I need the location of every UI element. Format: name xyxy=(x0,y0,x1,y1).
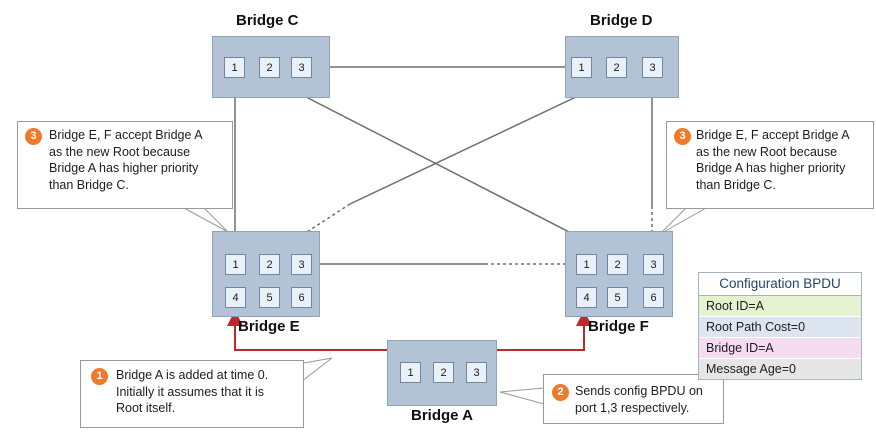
note-line: Bridge A has higher priority xyxy=(696,161,846,175)
bridge-a-port-2[interactable]: 2 xyxy=(433,362,454,383)
bridge-f[interactable]: 1 2 3 4 5 6 xyxy=(565,231,673,317)
bridge-d-port-1[interactable]: 1 xyxy=(571,57,592,78)
bridge-d-port-2[interactable]: 2 xyxy=(606,57,627,78)
note-step2-text: Sends config BPDU on port 1,3 respective… xyxy=(575,383,703,416)
bridge-c-port-2[interactable]: 2 xyxy=(259,57,280,78)
bridge-c-port-3[interactable]: 3 xyxy=(291,57,312,78)
bridge-e-port-2[interactable]: 2 xyxy=(259,254,280,275)
bridge-a-port-3[interactable]: 3 xyxy=(466,362,487,383)
bridge-e-port-6[interactable]: 6 xyxy=(291,287,312,308)
bridge-c-label: Bridge C xyxy=(236,12,299,29)
note-line: Bridge E, F accept Bridge A xyxy=(49,128,203,142)
bpdu-root-id: Root ID=A xyxy=(699,296,861,317)
note-line: Bridge A is added at time 0. xyxy=(116,368,269,382)
note-line: as the new Root because xyxy=(49,144,191,159)
note-line: than Bridge C. xyxy=(49,177,129,192)
link-c2-f2 xyxy=(268,77,617,257)
bridge-f-port-1[interactable]: 1 xyxy=(576,254,597,275)
link-d2-e2 xyxy=(349,77,617,205)
bridge-a[interactable]: 1 2 3 xyxy=(387,340,497,406)
left-callout-pointer xyxy=(183,207,229,233)
step-1-badge: 1 xyxy=(91,368,108,385)
bridge-e-port-5[interactable]: 5 xyxy=(259,287,280,308)
note-step3-left: 3 Bridge E, F accept Bridge A as the new… xyxy=(17,121,233,209)
bridge-e[interactable]: 1 2 3 4 5 6 xyxy=(212,231,320,317)
note-line: as the new Root because xyxy=(696,144,838,159)
bpdu-title: Configuration BPDU xyxy=(699,273,861,296)
note-line: Root itself. xyxy=(116,401,176,415)
bpdu-root-path-cost: Root Path Cost=0 xyxy=(699,317,861,338)
note-step3-right: 3 Bridge E, F accept Bridge A as the new… xyxy=(666,121,874,209)
note-line: Initially it assumes that it is xyxy=(116,384,264,399)
bridge-e-port-3[interactable]: 3 xyxy=(291,254,312,275)
bpdu-bridge-id: Bridge ID=A xyxy=(699,338,861,359)
note-step3-right-text: Bridge E, F accept Bridge A as the new R… xyxy=(696,127,850,193)
bridge-f-label: Bridge F xyxy=(588,318,649,335)
bridge-d-label: Bridge D xyxy=(590,12,653,29)
note-line: Bridge A has higher priority xyxy=(49,161,199,175)
step-3-badge: 3 xyxy=(25,128,42,145)
bridge-f-port-4[interactable]: 4 xyxy=(576,287,597,308)
bridge-f-port-6[interactable]: 6 xyxy=(643,287,664,308)
step-3-badge: 3 xyxy=(674,128,691,145)
bridge-f-port-5[interactable]: 5 xyxy=(607,287,628,308)
bridge-c-port-1[interactable]: 1 xyxy=(224,57,245,78)
bpdu-message-age: Message Age=0 xyxy=(699,359,861,379)
step-2-badge: 2 xyxy=(552,384,569,401)
configuration-bpdu-table: Configuration BPDU Root ID=A Root Path C… xyxy=(698,272,862,380)
bridge-e-port-1[interactable]: 1 xyxy=(225,254,246,275)
note-step3-left-text: Bridge E, F accept Bridge A as the new R… xyxy=(49,127,203,193)
note-step2: 2 Sends config BPDU on port 1,3 respecti… xyxy=(543,374,724,424)
bridge-c[interactable]: 1 2 3 xyxy=(212,36,330,98)
note-step1: 1 Bridge A is added at time 0. Initially… xyxy=(80,360,304,428)
bridge-f-port-3[interactable]: 3 xyxy=(643,254,664,275)
note2-pointer xyxy=(499,387,545,405)
bridge-e-port-4[interactable]: 4 xyxy=(225,287,246,308)
bridge-f-port-2[interactable]: 2 xyxy=(607,254,628,275)
bridge-a-label: Bridge A xyxy=(411,407,473,424)
note-step1-text: Bridge A is added at time 0. Initially i… xyxy=(116,367,268,417)
bridge-e-label: Bridge E xyxy=(238,318,300,335)
bridge-d-port-3[interactable]: 3 xyxy=(642,57,663,78)
bridge-a-port-1[interactable]: 1 xyxy=(400,362,421,383)
note-line: Bridge E, F accept Bridge A xyxy=(696,128,850,142)
bridge-d[interactable]: 1 2 3 xyxy=(565,36,679,98)
note-line: Sends config BPDU on xyxy=(575,384,703,398)
note-line: port 1,3 respectively. xyxy=(575,400,690,415)
note-line: than Bridge C. xyxy=(696,177,776,192)
